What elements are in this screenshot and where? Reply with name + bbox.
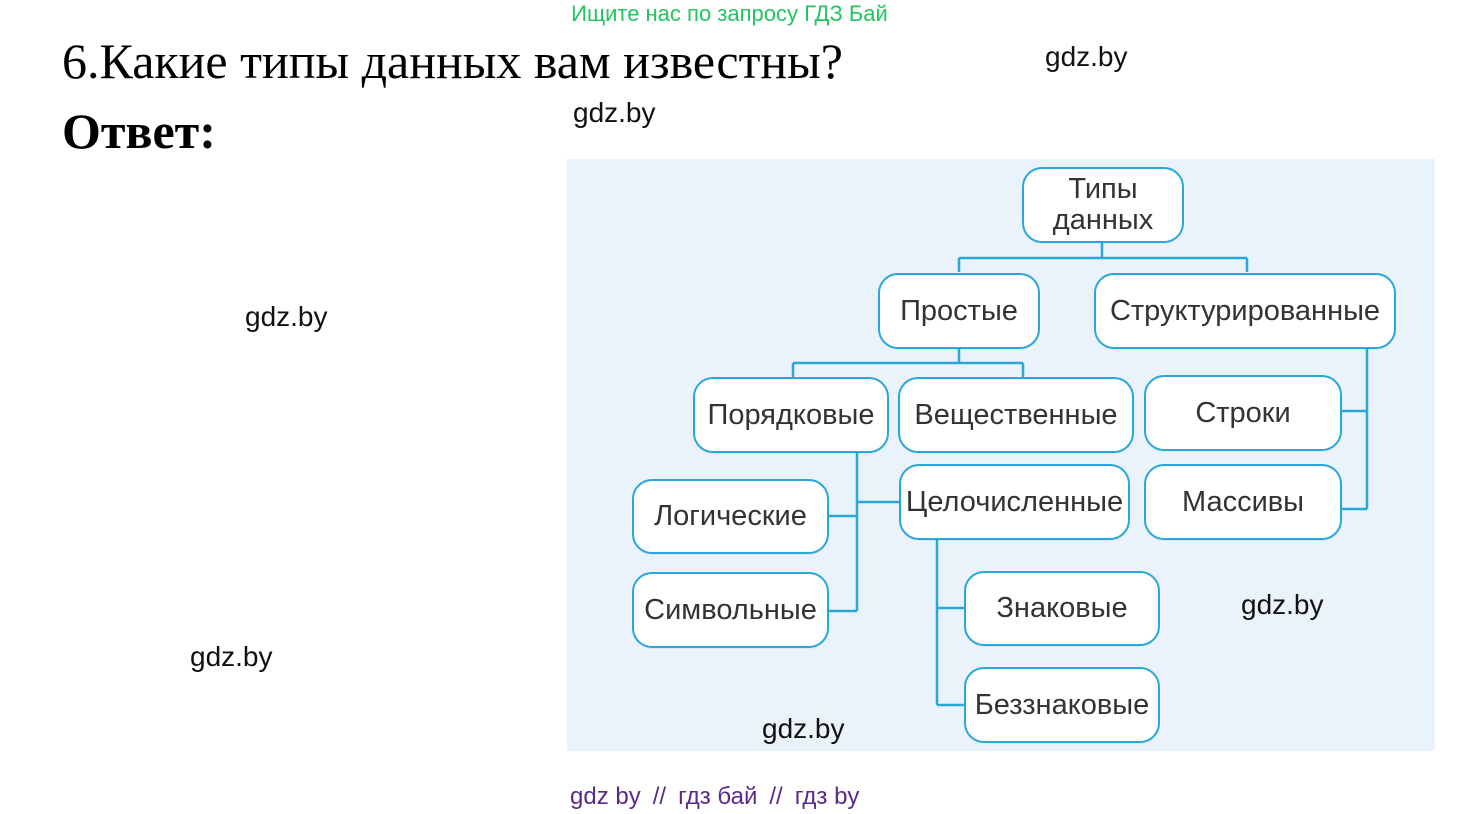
answer-label: Ответ: bbox=[62, 103, 216, 159]
question-title: 6.Какие типы данных вам известны? bbox=[62, 33, 843, 89]
node-signed: Знаковые bbox=[964, 571, 1160, 646]
node-unsigned-label: Беззнаковые bbox=[974, 688, 1150, 721]
node-data-types-line1: Типы bbox=[1068, 173, 1138, 205]
node-arrays: Массивы bbox=[1144, 464, 1342, 540]
node-integer: Целочисленные bbox=[899, 464, 1130, 540]
node-logical-label: Логические bbox=[654, 500, 807, 532]
promo-banner-text: Ищите нас по запросу ГДЗ Бай bbox=[571, 1, 888, 26]
node-unsigned: Беззнаковые bbox=[964, 667, 1160, 743]
node-structured-label: Структурированные bbox=[1109, 294, 1381, 327]
watermark: gdz.by bbox=[762, 713, 845, 744]
node-real-label: Вещественные bbox=[914, 398, 1118, 431]
node-arrays-label: Массивы bbox=[1181, 485, 1305, 518]
node-real: Вещественные bbox=[898, 377, 1134, 453]
footer-separator: // bbox=[769, 783, 783, 810]
node-structured: Структурированные bbox=[1094, 273, 1396, 349]
node-symbolic: Символьные bbox=[632, 572, 829, 648]
connector-structured-children bbox=[1342, 347, 1369, 511]
node-symbolic-label: Символьные bbox=[644, 593, 817, 626]
watermark: gdz.by bbox=[245, 301, 328, 332]
footer-link-gdz-by[interactable]: gdz by bbox=[570, 783, 641, 810]
node-logical: Логические bbox=[632, 479, 829, 554]
node-data-types-line2: данных bbox=[1052, 204, 1154, 236]
connector-ordinal-children bbox=[829, 453, 899, 613]
node-signed-label: Знаковые bbox=[996, 592, 1128, 624]
node-strings-label: Строки bbox=[1195, 396, 1291, 429]
node-ordinal-label: Порядковые bbox=[707, 398, 875, 431]
data-types-diagram: Типы данных Простые Структурированные По… bbox=[567, 159, 1435, 751]
diagram-connectors bbox=[791, 241, 1369, 707]
footer-link-gdz-by-cyr[interactable]: гдз by bbox=[794, 783, 860, 810]
watermark: gdz.by bbox=[1241, 589, 1324, 620]
connector-root-children bbox=[957, 241, 1249, 272]
connector-integer-children bbox=[935, 540, 964, 707]
node-simple-label: Простые bbox=[900, 294, 1018, 327]
node-data-types: Типы данных bbox=[1022, 167, 1184, 243]
promo-banner[interactable]: Ищите нас по запросу ГДЗ Бай bbox=[0, 0, 1465, 28]
footer-separator: // bbox=[652, 783, 667, 810]
node-simple: Простые bbox=[878, 273, 1040, 349]
node-strings: Строки bbox=[1144, 375, 1342, 451]
footer-links: gdz by // гдз бай // гдз by bbox=[570, 782, 859, 812]
connector-simple-children bbox=[791, 347, 1025, 377]
footer-link-gdz-bai[interactable]: гдз бай bbox=[678, 783, 758, 810]
watermark: gdz.by bbox=[573, 97, 656, 128]
node-integer-label: Целочисленные bbox=[905, 485, 1124, 518]
watermark: gdz.by bbox=[190, 641, 273, 672]
node-ordinal: Порядковые bbox=[693, 377, 889, 453]
watermark: gdz.by bbox=[1045, 41, 1128, 72]
